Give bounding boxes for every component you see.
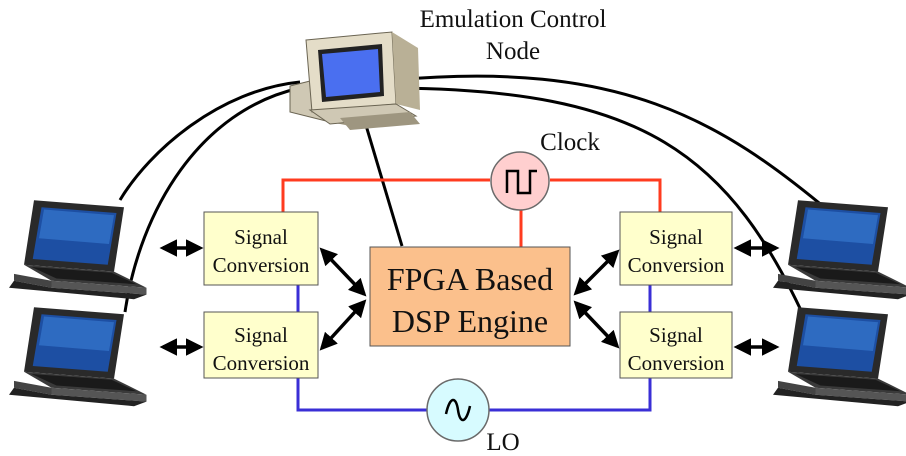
- signal-conversion-box-bottom-left: Signal Conversion: [203, 311, 319, 379]
- clock-label: Clock: [540, 129, 600, 156]
- square-wave-icon: [505, 169, 537, 195]
- dsp-engine-label-line1: FPGA Based: [387, 261, 553, 297]
- clock-generator: [490, 151, 550, 211]
- lo-label: LO: [486, 429, 519, 456]
- svg-text:Conversion: Conversion: [628, 351, 725, 375]
- laptop-icon-bottom-right: [773, 307, 906, 407]
- signal-conversion-box-bottom-right: Signal Conversion: [619, 311, 733, 379]
- sine-wave-icon: [444, 398, 472, 422]
- lo-oscillator: [426, 378, 490, 442]
- wire-to-laptop-bottom-right: [394, 86, 812, 331]
- signal-conversion-box-top-left: Signal Conversion: [203, 211, 319, 286]
- svg-text:Conversion: Conversion: [628, 253, 725, 277]
- clock-lines: [281, 178, 662, 247]
- wire-to-dsp-engine: [363, 121, 404, 247]
- control-node-label-line1: Emulation Control: [420, 6, 607, 33]
- signal-conversion-box-top-right: Signal Conversion: [619, 211, 733, 286]
- svg-text:Conversion: Conversion: [213, 351, 310, 375]
- svg-text:Signal: Signal: [234, 225, 288, 249]
- laptop-icon-bottom-left: [9, 307, 147, 407]
- wire-to-laptop-bottom-left: [123, 86, 301, 313]
- svg-text:Signal: Signal: [649, 225, 703, 249]
- control-wires: [118, 74, 831, 331]
- svg-text:Signal: Signal: [234, 323, 288, 347]
- fpga-dsp-engine: FPGA Based DSP Engine: [369, 246, 571, 347]
- laptop-icon-top-left: [9, 200, 147, 300]
- svg-text:Conversion: Conversion: [213, 253, 310, 277]
- wire-to-laptop-top-left: [118, 80, 301, 201]
- lo-lines: [296, 285, 652, 412]
- laptop-arrows: [159, 239, 780, 356]
- laptop-icon-top-right: [773, 200, 906, 300]
- control-node-computer: [289, 31, 420, 130]
- control-node-label-line2: Node: [486, 38, 540, 65]
- svg-text:Signal: Signal: [649, 323, 703, 347]
- engine-arrows: [319, 247, 620, 351]
- dsp-engine-label-line2: DSP Engine: [392, 303, 548, 339]
- wire-to-laptop-top-right: [394, 74, 831, 214]
